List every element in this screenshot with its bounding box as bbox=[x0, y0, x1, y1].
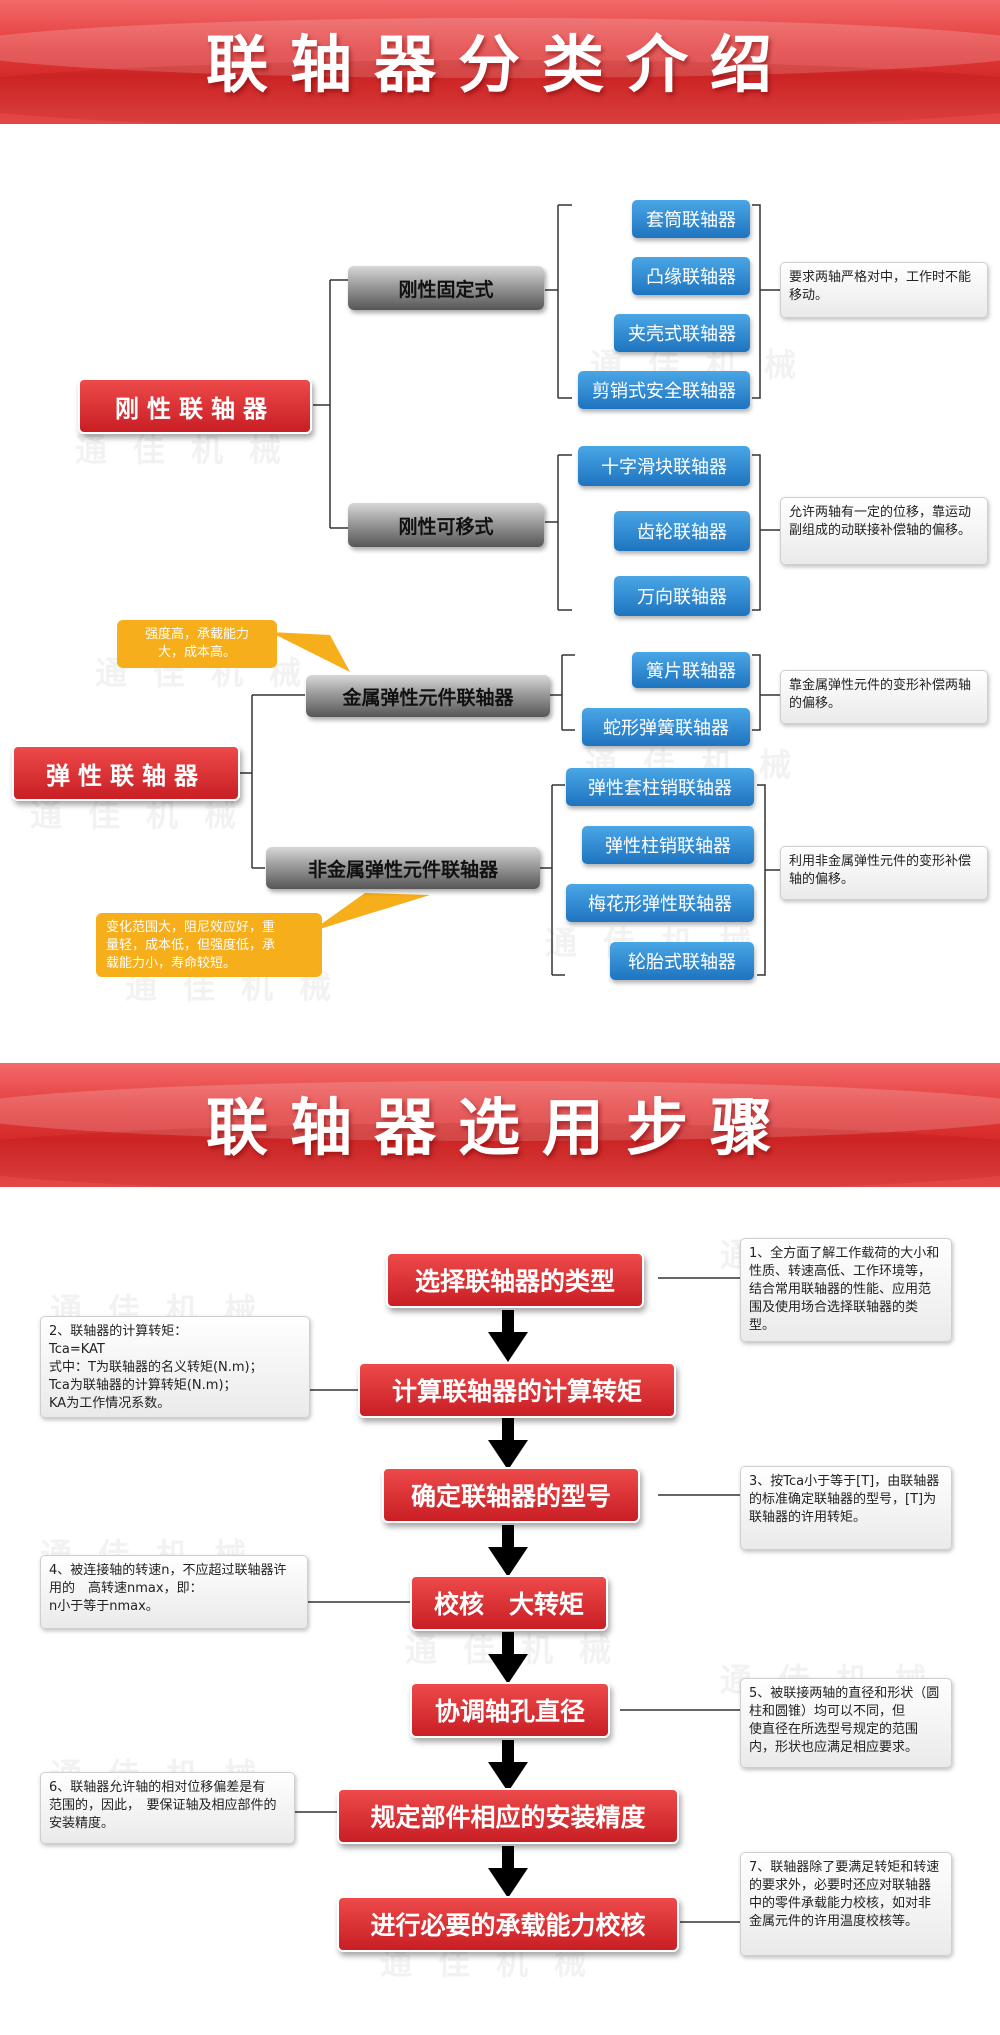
item-shear-pin-coupling: 剪销式安全联轴器 bbox=[578, 371, 750, 409]
nonmetal-elastic-node: 非金属弹性元件联轴器 bbox=[266, 847, 540, 889]
step-4-note: 4、被连接轴的转速n，不应超过联轴器许用的 高转速nmax，即： n小于等于nm… bbox=[40, 1555, 308, 1629]
item-universal-coupling: 万向联轴器 bbox=[614, 576, 750, 616]
nonmetal-elastic-note: 利用非金属弹性元件的变形补偿轴的偏移。 bbox=[780, 846, 988, 900]
step-6-installation-accuracy: 规定部件相应的安装精度 bbox=[337, 1788, 679, 1844]
watermark: 通佳机械 bbox=[30, 796, 263, 834]
rigid-movable-note: 允许两轴有一定的位移，靠运动副组成的动联接补偿轴的偏移。 bbox=[780, 497, 988, 565]
item-oldham-coupling: 十字滑块联轴器 bbox=[578, 446, 750, 486]
metal-elastic-note: 靠金属弹性元件的变形补偿两轴的偏移。 bbox=[780, 670, 988, 724]
step-5-coordinate-bore-diameter: 协调轴孔直径 bbox=[410, 1682, 610, 1738]
step-3-note: 3、按Tca小于等于[T]，由联轴器的标准确定联轴器的型号，[T]为联轴器的许用… bbox=[740, 1466, 952, 1550]
step-7-note: 7、联轴器除了要满足转矩和转速的要求外，必要时还应对联轴器中的零件承载能力校核，… bbox=[740, 1852, 952, 1956]
step-2-calculate-torque: 计算联轴器的计算转矩 bbox=[358, 1362, 676, 1418]
step-4-check-max-speed: 校核 大转矩 bbox=[410, 1575, 608, 1631]
rigid-fixed-node: 刚性固定式 bbox=[348, 266, 544, 310]
item-elastic-sleeve-pin-coupling: 弹性套柱销联轴器 bbox=[566, 768, 754, 806]
item-sleeve-coupling: 套筒联轴器 bbox=[632, 200, 750, 238]
step-1-note: 1、全方面了解工作载荷的大小和性质、转速高低、工作环境等，结合常用联轴器的性能、… bbox=[740, 1238, 952, 1342]
item-gear-coupling: 齿轮联轴器 bbox=[614, 511, 750, 551]
step-2-note: 2、联轴器的计算转矩： Tca=KAT 式中：T为联轴器的名义转矩(N.m)； … bbox=[40, 1316, 310, 1418]
metal-elastic-node: 金属弹性元件联轴器 bbox=[306, 675, 550, 717]
item-flange-coupling: 凸缘联轴器 bbox=[632, 257, 750, 295]
banner-classification: 联轴器分类介绍 bbox=[0, 0, 1000, 124]
banner-title: 联轴器选用步骤 bbox=[205, 1091, 794, 1164]
banner-title: 联轴器分类介绍 bbox=[205, 28, 794, 101]
step-6-note: 6、联轴器允许轴的相对位移偏差是有 范围的，因此， 要保证轴及相应部件的安装精度… bbox=[40, 1772, 295, 1844]
banner-selection-steps: 联轴器选用步骤 bbox=[0, 1063, 1000, 1187]
metal-elastic-callout: 强度高，承载能力 大，成本高。 bbox=[117, 620, 277, 668]
rigid-movable-node: 刚性可移式 bbox=[348, 503, 544, 547]
item-serpentine-spring-coupling: 蛇形弹簧联轴器 bbox=[582, 708, 750, 746]
rigid-coupling-node: 刚性联轴器 bbox=[78, 378, 312, 434]
elastic-coupling-node: 弹性联轴器 bbox=[12, 745, 240, 801]
step-1-select-type: 选择联轴器的类型 bbox=[386, 1252, 644, 1308]
item-clamp-coupling: 夹壳式联轴器 bbox=[614, 314, 750, 352]
nonmetal-elastic-callout: 变化范围大，阻尼效应好，重 量轻，成本低，但强度低，承 载能力小，寿命较短。 bbox=[96, 913, 322, 977]
step-7-load-capacity-check: 进行必要的承载能力校核 bbox=[337, 1896, 679, 1952]
watermark: 通佳机械 bbox=[75, 431, 308, 469]
step-5-note: 5、被联接两轴的直径和形状（圆柱和圆锥）均可以不同，但 使直径在所选型号规定的范… bbox=[740, 1678, 952, 1768]
item-reed-coupling: 簧片联轴器 bbox=[632, 652, 750, 688]
item-plum-elastic-coupling: 梅花形弹性联轴器 bbox=[566, 884, 754, 922]
item-elastic-pin-coupling: 弹性柱销联轴器 bbox=[582, 826, 754, 864]
rigid-fixed-note: 要求两轴严格对中，工作时不能移动。 bbox=[780, 262, 988, 318]
step-3-determine-model: 确定联轴器的型号 bbox=[382, 1467, 640, 1523]
item-tire-coupling: 轮胎式联轴器 bbox=[610, 942, 754, 980]
